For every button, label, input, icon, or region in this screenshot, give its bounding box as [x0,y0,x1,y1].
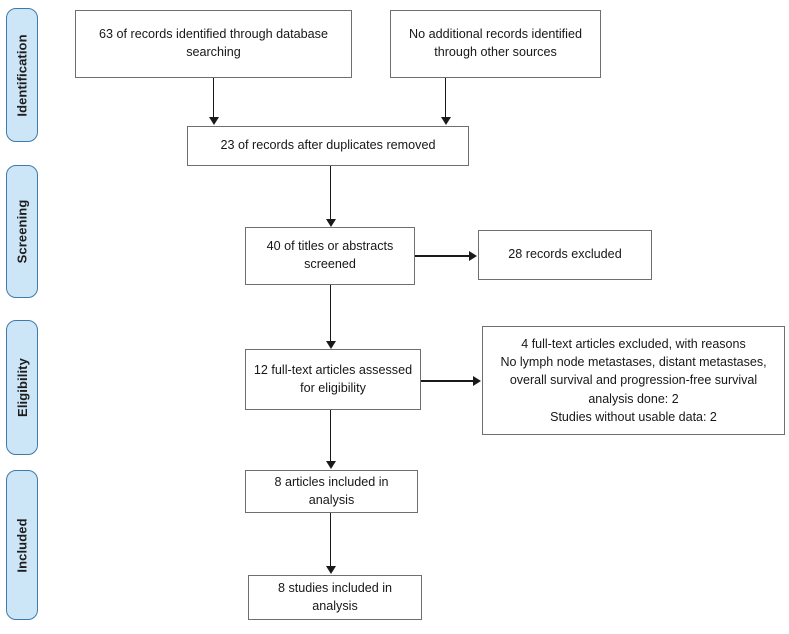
arrowhead-duplicates-to-screened [325,219,336,227]
box-articles-included-analysis: 8 articles included in analysis [245,470,418,513]
box-records-identified-database: 63 of records identified through databas… [75,10,352,78]
box-records-identified-database-text: 63 of records identified through databas… [99,27,328,59]
box-fulltext-excluded-with-reasons: 4 full-text articles excluded, with reas… [482,326,785,435]
box-records-after-duplicates-removed-text: 23 of records after duplicates removed [220,138,436,153]
box-studies-included-analysis-text: 8 studies included in analysis [277,580,393,613]
stage-tab-screening: Screening [6,165,38,298]
arrowhead-screened-to-fulltext [325,341,336,349]
connector-duplicates-to-screened [329,166,332,220]
connector-screened-to-excluded [415,255,470,257]
connector-articles-to-studies-included [329,513,332,567]
box-fulltext-assessed-eligibility-text: 12 full-text articles assessed for eligi… [253,362,413,395]
arrowhead-fulltext-to-articles-included [325,461,336,469]
stage-tab-label-included: Included [14,517,30,573]
arrowhead-fulltext-to-excluded-reasons [473,376,481,386]
box-titles-abstracts-screened-text: 40 of titles or abstracts screened [266,239,394,271]
box-fulltext-excluded-with-reasons-text: 4 full-text articles excluded, with reas… [500,336,767,425]
stage-tab-included: Included [6,470,38,620]
box-records-excluded: 28 records excluded [478,230,652,280]
connector-screened-to-fulltext [329,285,332,342]
box-fulltext-assessed-eligibility: 12 full-text articles assessed for eligi… [245,349,421,410]
stage-tab-label-screening: Screening [14,199,30,264]
box-records-after-duplicates-removed: 23 of records after duplicates removed [187,126,469,166]
box-studies-included-analysis: 8 studies included in analysis [248,575,422,620]
stage-tab-eligibility: Eligibility [6,320,38,455]
arrowhead-articles-to-studies-included [325,566,336,574]
connector-fulltext-to-articles-included [329,410,332,462]
box-articles-included-analysis-text: 8 articles included in analysis [274,474,389,507]
connector-identified-to-duplicates [212,78,215,118]
stage-tab-identification: Identification [6,8,38,142]
box-records-identified-other-sources-text: No additional records identified through… [409,27,582,59]
connector-fulltext-to-excluded-reasons [421,380,474,382]
stage-tab-label-eligibility: Eligibility [14,358,30,417]
box-records-identified-other-sources: No additional records identified through… [390,10,601,78]
arrowhead-screened-to-excluded [469,251,477,261]
stage-tab-label-identification: Identification [14,33,30,117]
box-titles-abstracts-screened: 40 of titles or abstracts screened [245,227,415,285]
arrowhead-identified-to-duplicates [208,117,219,125]
connector-other-sources-to-duplicates [444,78,447,118]
arrowhead-other-sources-to-duplicates [440,117,451,125]
box-records-excluded-text: 28 records excluded [508,247,622,262]
